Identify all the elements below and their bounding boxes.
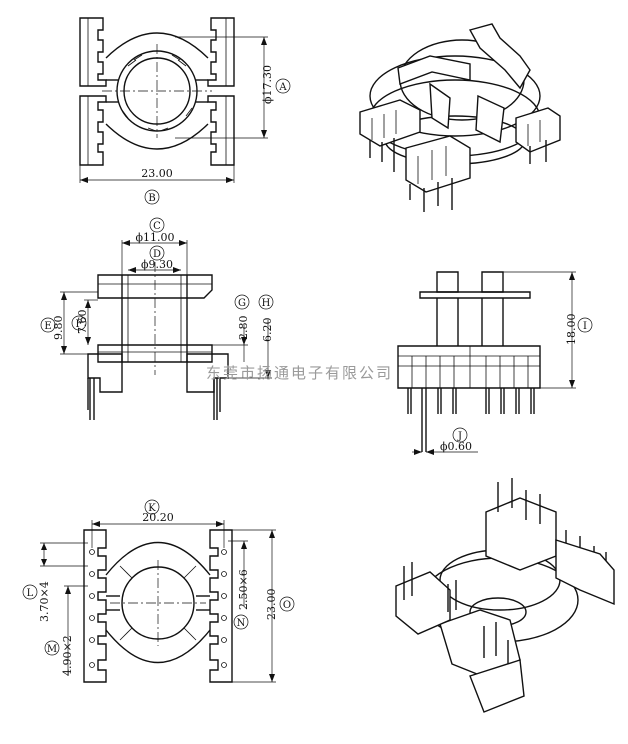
dim-n-value: 2.50×6 [237, 569, 250, 610]
dim-m-value: 4.90×2 [61, 635, 74, 676]
dim-j-label: J [457, 431, 462, 442]
dim-h-label: H [262, 298, 271, 309]
dim-k-value: 20.20 [142, 511, 174, 524]
dim-j-value: ϕ0.60 [440, 440, 472, 453]
dim-d-value: ϕ9.30 [141, 258, 173, 271]
dim-e-value: 9.80 [52, 316, 65, 341]
isometric-view-top [359, 23, 561, 212]
dim-f-value: 7.60 [76, 310, 89, 335]
dim-h-value: 6.20 [261, 318, 274, 343]
top-view: ϕ17.30 A 23.00 B [79, 17, 291, 205]
dim-g-label: G [238, 298, 246, 309]
dim-d-label: D [153, 249, 161, 260]
dim-l-label: L [27, 588, 34, 599]
dim-c-value: ϕ11.00 [136, 231, 175, 244]
watermark: 东莞市扬通电子有限公司 [206, 364, 393, 382]
dim-o-label: O [283, 600, 291, 611]
side-view: 18.00 I ϕ0.60 J [397, 271, 593, 455]
dim-n-label: N [237, 618, 246, 629]
dim-f-label: F [76, 319, 83, 330]
dim-a-label: A [278, 82, 287, 93]
dim-o-value: 23.00 [265, 589, 278, 621]
dim-a-value: ϕ17.30 [261, 65, 274, 104]
dim-c-label: C [153, 221, 161, 232]
dim-b-label: B [148, 193, 155, 204]
dim-e-label: E [44, 321, 51, 332]
dim-i-label: I [583, 321, 587, 332]
dim-m-label: M [47, 644, 57, 655]
bottom-view: 20.20 K 3.70×4 L 4.90×2 M 2.50×6 N 23.00 [22, 499, 295, 683]
dim-b-value: 23.00 [141, 167, 173, 180]
front-view: ϕ11.00 C ϕ9.30 D 9.80 E 7.60 F 2.80 G [40, 217, 274, 420]
isometric-view-bottom [395, 478, 615, 713]
dim-k-label: K [148, 503, 156, 514]
dim-i-value: 18.00 [565, 314, 578, 346]
dim-l-value: 3.70×4 [38, 581, 51, 622]
dim-g-value: 2.80 [237, 316, 250, 341]
